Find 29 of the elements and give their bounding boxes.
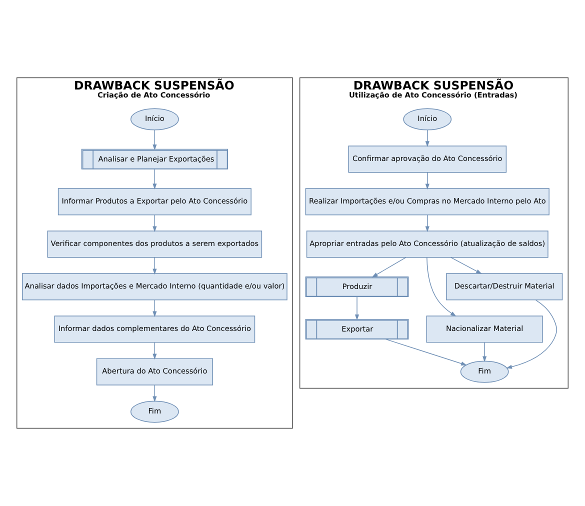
arrow xyxy=(354,296,360,320)
arrow xyxy=(152,300,157,318)
arrow xyxy=(372,257,406,278)
arrow xyxy=(425,172,430,190)
arrow xyxy=(450,257,482,274)
node-ellipse: Início xyxy=(403,108,452,130)
arrow xyxy=(482,342,487,362)
node-box: Analisar dados Importações e Mercado Interno (quantidade e/ou valor) xyxy=(22,273,288,300)
arrow xyxy=(152,214,157,232)
node-box: Realizar Importações e/ou Compras no Mercado Interno pelo Ato xyxy=(305,188,550,216)
arrow xyxy=(425,214,430,232)
node-box: Abertura do Ato Concessório xyxy=(96,358,213,386)
arrow xyxy=(152,342,157,360)
arrow xyxy=(385,338,467,366)
node-box: Informar Produtos a Exportar pelo Ato Concessório xyxy=(58,188,252,216)
node-box: Verificar componentes dos produtos a serem exportados xyxy=(47,230,262,258)
arrow xyxy=(152,168,157,190)
node-box: Descartar/Destruir Material xyxy=(446,273,563,300)
node-box: Informar dados complementares do Ato Concessório xyxy=(54,316,256,343)
node-ellipse: Início xyxy=(130,108,179,130)
node-box: Apropriar entradas pelo Ato Concessório (atualização de saldos) xyxy=(306,230,548,258)
node-box: Confirmar aprovação do Ato Concessório xyxy=(348,146,507,173)
arrow xyxy=(152,130,157,150)
arrow xyxy=(425,130,430,148)
node-ellipse: Fim xyxy=(130,400,179,423)
arrow xyxy=(152,257,157,275)
arrow xyxy=(152,384,157,402)
arrow xyxy=(426,257,456,317)
node-box: Nacionalizar Material xyxy=(426,316,543,343)
